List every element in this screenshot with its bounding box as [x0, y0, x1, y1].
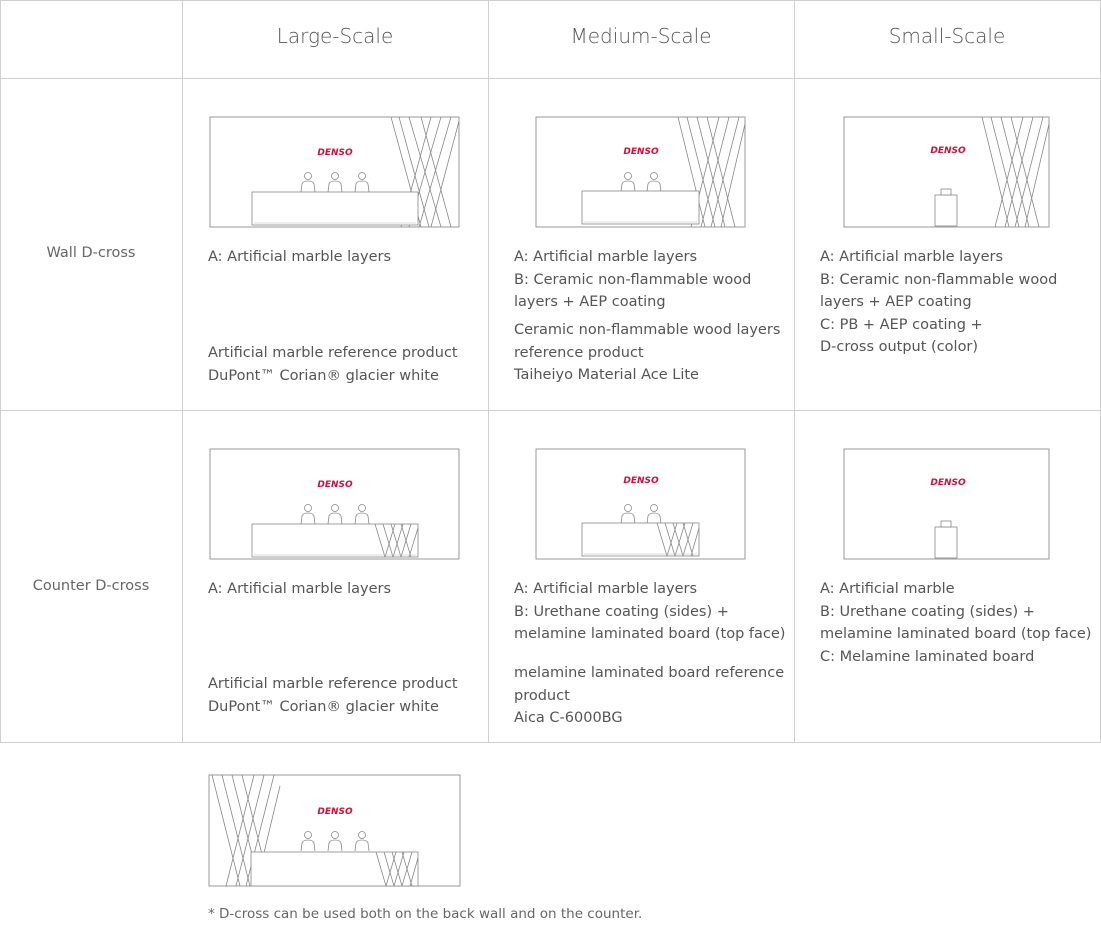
- table-divider: [0, 742, 1101, 743]
- wall-large-layers: A: Artificial marble layers: [208, 249, 392, 265]
- column-header-large: Large-Scale: [276, 24, 394, 48]
- counter-small-layers: A: Artificial marble B: Urethane coating…: [820, 581, 1092, 665]
- counter-small-illustration: DENSO: [843, 448, 1050, 560]
- footnote: * D-cross can be used both on the back w…: [208, 906, 643, 922]
- table-divider: [0, 78, 1101, 79]
- denso-logo: DENSO: [930, 146, 966, 156]
- counter-medium-layers: A: Artificial marble layers B: Urethane …: [514, 581, 786, 642]
- wall-medium-illustration: DENSO: [535, 116, 746, 228]
- wall-large-reference: Artificial marble reference product DuPo…: [208, 345, 458, 384]
- denso-logo: DENSO: [317, 480, 353, 490]
- wall-medium-layers: A: Artificial marble layers B: Ceramic n…: [514, 249, 752, 310]
- table-divider: [794, 0, 795, 743]
- wall-large-illustration: DENSO: [209, 116, 460, 228]
- denso-logo: DENSO: [930, 478, 966, 488]
- counter-medium-illustration: DENSO: [535, 448, 746, 560]
- table-divider: [182, 0, 183, 743]
- row-header-wall: Wall D-cross: [46, 245, 136, 261]
- denso-logo: DENSO: [623, 476, 659, 486]
- denso-logo: DENSO: [317, 807, 353, 817]
- column-header-small: Small-Scale: [888, 24, 1006, 48]
- wall-small-illustration: DENSO: [843, 116, 1050, 228]
- counter-large-illustration: DENSO: [209, 448, 460, 560]
- combined-illustration: DENSO: [208, 774, 461, 887]
- row-header-counter: Counter D-cross: [32, 578, 150, 594]
- counter-large-reference: Artificial marble reference product DuPo…: [208, 676, 458, 715]
- table-divider: [488, 0, 489, 743]
- wall-medium-reference: Ceramic non-flammable wood layers refere…: [514, 322, 781, 383]
- column-header-medium: Medium-Scale: [570, 24, 712, 48]
- comparison-table: [0, 0, 1100, 742]
- denso-logo: DENSO: [317, 148, 353, 158]
- counter-large-layers: A: Artificial marble layers: [208, 581, 392, 597]
- denso-logo: DENSO: [623, 147, 659, 157]
- counter-medium-reference: melamine laminated board reference produ…: [514, 665, 785, 726]
- wall-small-layers: A: Artificial marble layers B: Ceramic n…: [820, 249, 1058, 355]
- table-divider: [0, 410, 1101, 411]
